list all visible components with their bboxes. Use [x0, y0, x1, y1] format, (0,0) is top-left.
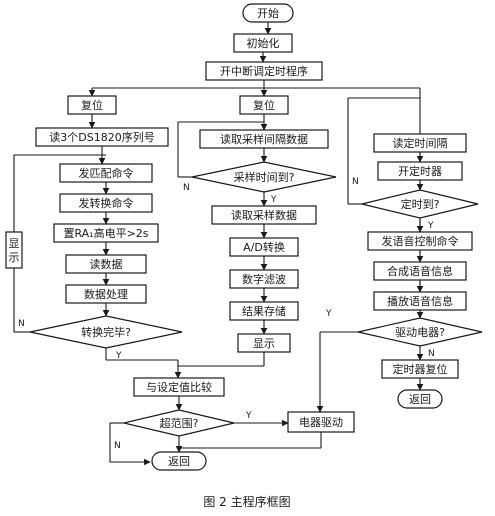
yes-label-range: Y [245, 411, 252, 421]
reset-label-left: 复位 [81, 98, 103, 112]
convert-command-label: 发转换命令 [79, 196, 134, 210]
read-interval-label: 读取采样间隔数据 [220, 132, 308, 146]
start-timer-label: 开定时器 [398, 164, 442, 178]
read-data-label: 读数据 [90, 257, 123, 271]
match-command-label: 发匹配命令 [79, 166, 134, 180]
yes-label-right: Y [427, 221, 434, 231]
read-serial-label: 读3个DS1820序列号 [49, 130, 154, 144]
drive-relay-label: 驱动电器? [395, 326, 445, 339]
no-label-range: N [114, 441, 121, 451]
store-result-label: 结果存储 [242, 304, 286, 318]
digital-filter-label: 数字滤波 [242, 272, 286, 286]
display-label-left-char: 显 [9, 237, 20, 250]
figure-caption: 图 2 主程序框图 [203, 494, 290, 509]
read-timer-label: 读定时间隔 [393, 136, 448, 150]
display-label-left-char: 示 [9, 251, 20, 264]
timer-up-label: 定时到? [401, 197, 440, 211]
voice-command-label: 发语音控制命令 [382, 234, 459, 248]
return-label-bottom: 返回 [168, 455, 190, 468]
display-label-mid: 显示 [253, 337, 275, 350]
drive-relay-decision [357, 317, 483, 347]
display-box-left [5, 231, 23, 269]
return-terminal-bottom [151, 451, 207, 471]
ad-convert-label: A/D转换 [243, 240, 285, 254]
no-label-left: N [18, 319, 25, 329]
yes-label-mid: Y [270, 195, 277, 205]
sample-time-decision [191, 161, 337, 193]
out-of-range-label: 超范围? [160, 416, 199, 430]
no-label-mid: N [183, 183, 190, 193]
start-label: 开始 [257, 6, 279, 20]
compare-label: 与设定值比较 [146, 380, 212, 394]
timer-reset-label: 定时器复位 [393, 362, 448, 376]
data-process-label: 数据处理 [84, 287, 128, 301]
conversion-done-label: 转换完毕? [81, 325, 131, 339]
enable-interrupt-label: 开中断调定时程序 [220, 64, 308, 78]
sample-time-label: 采样时间到? [234, 170, 295, 184]
relay-drive-label: 电器驱动 [299, 416, 343, 429]
no-label-right: N [352, 177, 359, 187]
synth-voice-label: 合成语音信息 [387, 264, 453, 278]
timer-up-decision [361, 189, 479, 219]
yes-label-left: Y [115, 351, 122, 361]
init-label: 初始化 [247, 36, 280, 50]
display-label-left: 显示 [9, 237, 20, 264]
read-sample-label: 读取采样数据 [231, 208, 297, 222]
play-voice-label: 播放语音信息 [387, 294, 453, 308]
yes-label-relay: Y [325, 309, 332, 319]
return-terminal-right [397, 389, 443, 409]
reset-label-mid: 复位 [253, 98, 275, 112]
no-label-relay: N [428, 349, 435, 359]
set-high-label: 置RA₁高电平>2s [63, 226, 148, 240]
conversion-done-decision [29, 315, 183, 349]
return-label-right: 返回 [409, 393, 431, 406]
